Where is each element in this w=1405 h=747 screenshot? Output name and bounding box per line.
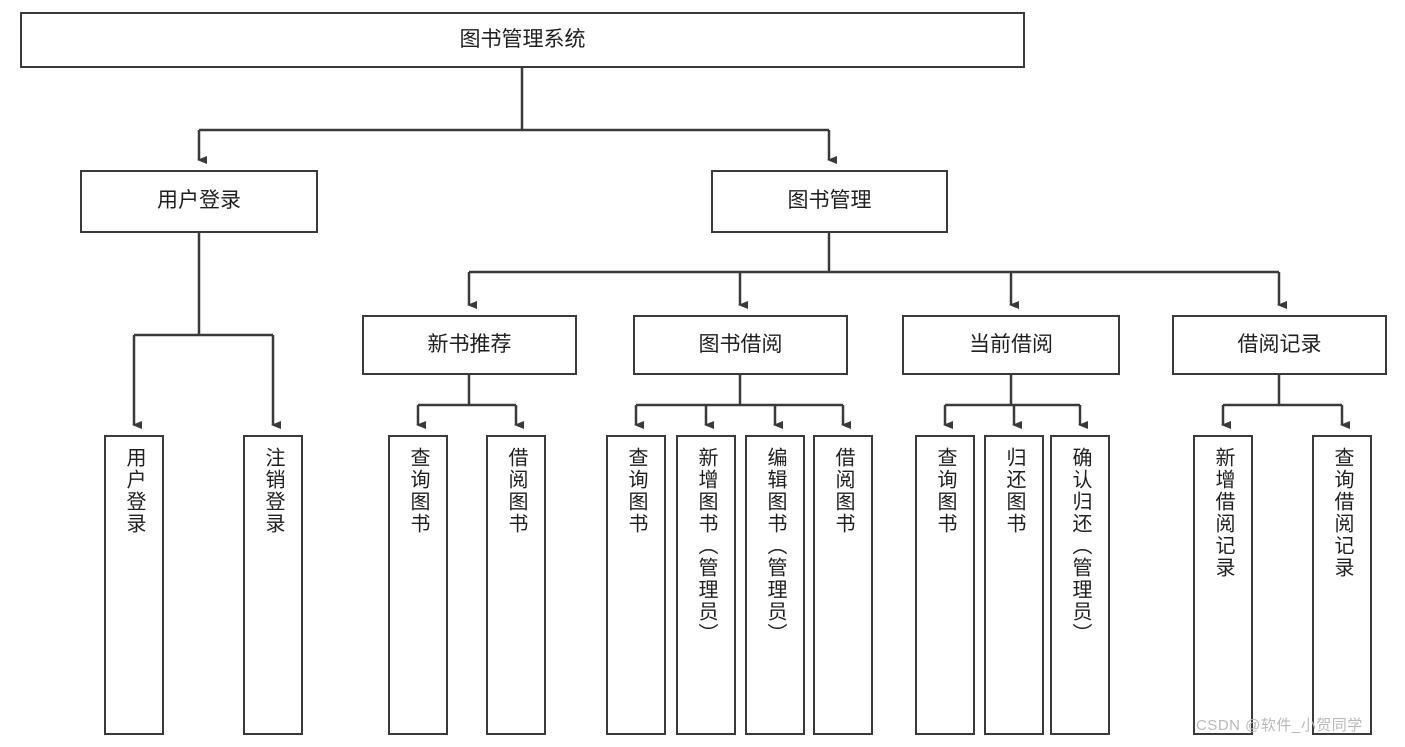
leaf-node-label: 确认归还（管理员） xyxy=(1069,447,1091,645)
leaf-node-label: 新增借阅记录 xyxy=(1212,447,1234,579)
level3-node-box[interactable]: 借阅记录 xyxy=(1172,315,1387,375)
leaf-node-label: 借阅图书 xyxy=(832,447,854,535)
watermark-text: CSDN @软件_小贺同学 xyxy=(1196,717,1363,734)
level2-node-label: 图书管理 xyxy=(787,189,872,213)
level3-node-label: 当前借阅 xyxy=(969,332,1053,356)
level3-node-box[interactable]: 图书借阅 xyxy=(633,315,848,375)
leaf-node-box[interactable]: 编辑图书（管理员） xyxy=(745,435,805,735)
leaf-node-label: 注销登录 xyxy=(262,447,284,535)
leaf-node-label: 查询图书 xyxy=(407,447,429,535)
leaf-node-box[interactable]: 借阅图书 xyxy=(486,435,546,735)
level2-node-label: 用户登录 xyxy=(157,189,241,213)
level2-node-box[interactable]: 用户登录 xyxy=(80,170,318,233)
leaf-node-box[interactable]: 借阅图书 xyxy=(813,435,873,735)
leaf-node-label: 查询借阅记录 xyxy=(1331,447,1353,579)
leaf-node-box[interactable]: 确认归还（管理员） xyxy=(1050,435,1110,735)
leaf-node-label: 用户登录 xyxy=(123,447,145,535)
leaf-node-label: 查询图书 xyxy=(625,447,647,535)
leaf-node-box[interactable]: 新增图书（管理员） xyxy=(676,435,736,735)
level3-node-label: 借阅记录 xyxy=(1237,332,1322,356)
leaf-node-label: 新增图书（管理员） xyxy=(695,447,717,645)
level2-node-box[interactable]: 图书管理 xyxy=(711,170,948,233)
leaf-node-box[interactable]: 注销登录 xyxy=(243,435,303,735)
level3-node-label: 图书借阅 xyxy=(698,332,783,356)
leaf-node-box[interactable]: 查询图书 xyxy=(388,435,448,735)
root-node-label: 图书管理系统 xyxy=(459,27,586,51)
level3-node-box[interactable]: 新书推荐 xyxy=(362,315,577,375)
leaf-node-box[interactable]: 用户登录 xyxy=(104,435,164,735)
leaf-node-label: 归还图书 xyxy=(1003,447,1025,535)
leaf-node-box[interactable]: 查询借阅记录 xyxy=(1312,435,1372,735)
leaf-node-box[interactable]: 新增借阅记录 xyxy=(1193,435,1253,735)
leaf-node-box[interactable]: 归还图书 xyxy=(984,435,1044,735)
level3-node-box[interactable]: 当前借阅 xyxy=(902,315,1120,375)
level3-node-label: 新书推荐 xyxy=(427,332,512,356)
leaf-node-label: 编辑图书（管理员） xyxy=(764,447,786,645)
leaf-node-label: 借阅图书 xyxy=(505,447,527,535)
leaf-node-box[interactable]: 查询图书 xyxy=(915,435,975,735)
leaf-node-label: 查询图书 xyxy=(934,447,956,535)
root-node-box[interactable]: 图书管理系统 xyxy=(20,12,1025,68)
leaf-node-box[interactable]: 查询图书 xyxy=(606,435,666,735)
